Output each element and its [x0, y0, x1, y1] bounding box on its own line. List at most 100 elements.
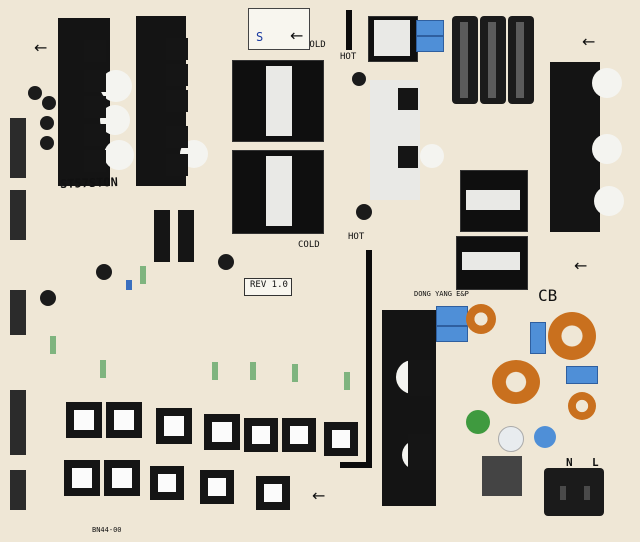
- small-blue-part-1: [126, 280, 132, 290]
- isolation-trace-vertical-main: [366, 250, 372, 465]
- heatsink-right-blob-1: [592, 68, 622, 98]
- green-resistor-6: [292, 364, 298, 382]
- ac-inlet-pin-2: [584, 486, 590, 500]
- mosfet-7: [166, 64, 188, 86]
- inductor-8-core: [72, 468, 92, 488]
- green-resistor-2: [50, 336, 56, 354]
- blue-cap-1: [416, 20, 444, 36]
- large-cap-1-stripe: [460, 22, 468, 98]
- blue-cap-2: [416, 36, 444, 52]
- left-arrow-icon-3: ←: [582, 32, 596, 51]
- toroid-coil-tiny: [568, 392, 596, 420]
- inductor-3-core: [164, 416, 184, 436]
- cold-label-top: COLD: [304, 40, 326, 50]
- cold-label-mid: COLD: [298, 240, 320, 250]
- small-cap-1: [28, 86, 42, 100]
- blue-cap-6: [566, 366, 598, 384]
- blue-cap-5: [530, 322, 546, 354]
- isolation-trace-vertical-top: [346, 10, 352, 50]
- toroid-coil-small: [466, 304, 496, 334]
- mosfet-5: [84, 150, 106, 172]
- small-cap-5: [40, 290, 56, 306]
- green-resistor-1: [140, 266, 146, 284]
- inductor-11-core: [208, 478, 226, 496]
- blue-disc: [534, 426, 556, 448]
- small-cap-4: [40, 136, 54, 150]
- small-cap-9: [352, 72, 366, 86]
- inductor-7-core: [332, 430, 350, 448]
- board-id-label: BN44-00: [92, 526, 122, 534]
- small-cap-2: [42, 96, 56, 110]
- green-resistor-4: [212, 362, 218, 380]
- toroid-coil-large: [548, 312, 596, 360]
- line-label: L: [592, 456, 599, 469]
- small-cap-6: [96, 264, 112, 280]
- top-label-grid: [248, 8, 310, 50]
- inductor-4-core: [212, 422, 232, 442]
- heatsink-right-blob-2: [592, 134, 622, 164]
- inductor-10-core: [158, 474, 176, 492]
- mosfet-1: [84, 40, 106, 62]
- mosfet-4: [84, 124, 106, 146]
- blue-cap-3: [436, 306, 468, 326]
- left-arrow-icon-4: ←: [574, 256, 588, 275]
- left-arrow-icon-5: ←: [312, 486, 326, 505]
- mosfet-10: [166, 154, 188, 176]
- hot-label-top: HOT: [340, 52, 357, 62]
- bridge-rect-1: [408, 360, 432, 396]
- output-transformer-2-core: [462, 252, 520, 270]
- left-connector-5: [10, 470, 26, 510]
- green-resistor-5: [250, 362, 256, 380]
- transformer-top-right-core: [374, 20, 410, 56]
- rev-label-box: [244, 278, 292, 296]
- mosfet-8: [166, 90, 188, 112]
- toroid-coil-mid: [492, 360, 540, 404]
- large-cap-2-stripe: [488, 22, 496, 98]
- hot-label-mid: HOT: [348, 232, 365, 242]
- rev-label: REV 1.0: [250, 280, 288, 290]
- pfc-blob: [420, 144, 444, 168]
- left-connector-3: [10, 290, 26, 335]
- thermal-paste-blob-3: [104, 140, 134, 170]
- left-connector-1: [10, 118, 26, 178]
- isolation-trace-bottom: [340, 462, 372, 468]
- ac-inlet-pin-1: [560, 486, 566, 500]
- mosfet-9: [166, 126, 188, 148]
- large-cap-3-stripe: [516, 22, 524, 98]
- maker-label: DONG YANG E&P: [414, 290, 469, 298]
- mosfet-3: [84, 96, 106, 118]
- heatsink-bottom-center: [382, 310, 436, 506]
- small-cap-7: [218, 254, 234, 270]
- mosfet-6: [166, 38, 188, 60]
- inductor-2-core: [114, 410, 134, 430]
- white-disc: [498, 426, 524, 452]
- bridge-rect-2: [408, 434, 432, 470]
- inductor-12-core: [264, 484, 282, 502]
- inductor-5-core: [252, 426, 270, 444]
- transformer-bottom-core: [266, 156, 292, 226]
- transformer-top-core: [266, 66, 292, 136]
- handwritten-label: S: [256, 30, 264, 44]
- small-cap-8: [356, 204, 372, 220]
- green-resistor-3: [100, 360, 106, 378]
- inductor-1-core: [74, 410, 94, 430]
- green-resistor-7: [344, 372, 350, 390]
- blue-cap-4: [436, 326, 468, 342]
- cb-label: CB: [538, 286, 558, 305]
- neutral-label: N: [566, 456, 573, 469]
- ac-inlet-icon: [544, 468, 604, 516]
- pfc-mosfet-1: [398, 88, 418, 110]
- inductor-6-core: [290, 426, 308, 444]
- part-number-label: ST57STON: [59, 174, 119, 192]
- small-cap-3: [40, 116, 54, 130]
- left-arrow-icon-2: ←: [290, 26, 304, 45]
- choke-block: [482, 456, 522, 496]
- left-connector-4: [10, 390, 26, 455]
- small-relay-1: [154, 210, 170, 262]
- left-arrow-icon-1: ←: [34, 38, 48, 57]
- pfc-mosfet-2: [398, 146, 418, 168]
- output-transformer-1-core: [466, 190, 520, 210]
- left-connector-2: [10, 190, 26, 240]
- green-disc: [466, 410, 490, 434]
